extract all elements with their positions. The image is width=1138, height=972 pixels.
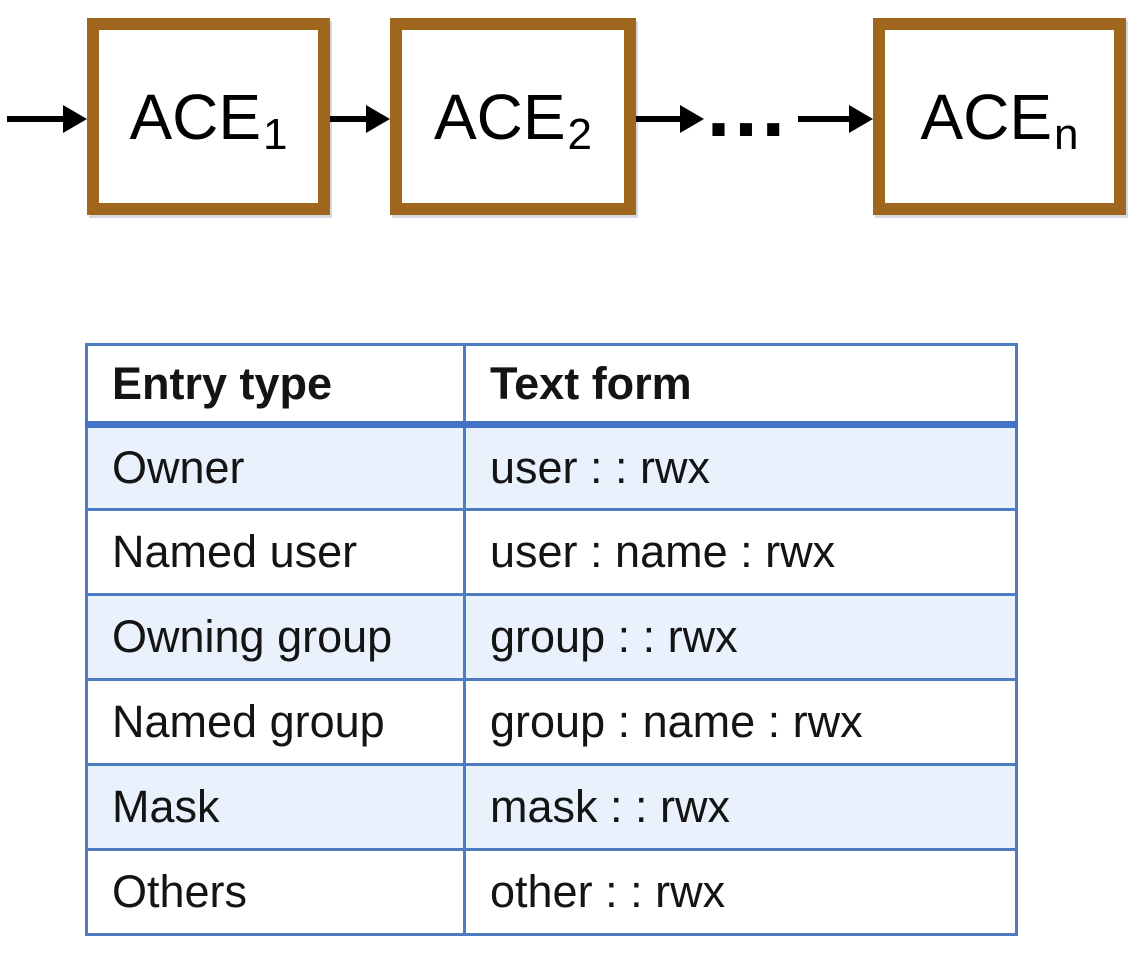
- arrow-head-icon: [849, 105, 873, 133]
- ace-box-1-subscript: 1: [263, 109, 288, 159]
- table-row-named-user: Named user user : name : rwx: [85, 508, 1018, 596]
- text-form-cell: mask : : rwx: [463, 763, 1018, 851]
- arrow-shaft: [7, 116, 63, 122]
- entry-type-cell: Mask: [85, 763, 466, 851]
- flow-arrow-2-ellipsis: [636, 105, 704, 133]
- entry-type-cell: Named user: [85, 508, 466, 596]
- ace-box-2: ACE 2: [390, 18, 636, 215]
- table-row-named-group: Named group group : name : rwx: [85, 678, 1018, 766]
- ace-box-n: ACE n: [873, 18, 1126, 215]
- table-header-row: Entry type Text form: [85, 343, 1018, 428]
- table-row-others: Others other : : rwx: [85, 848, 1018, 936]
- entry-type-cell: Named group: [85, 678, 466, 766]
- text-form-cell: user : : rwx: [463, 423, 1018, 511]
- table-row-owner: Owner user : : rwx: [85, 423, 1018, 511]
- entry-type-cell: Owner: [85, 423, 466, 511]
- entry-type-cell: Owning group: [85, 593, 466, 681]
- text-form-cell: user : name : rwx: [463, 508, 1018, 596]
- flow-arrow-1-2: [330, 105, 390, 133]
- arrow-head-icon: [680, 105, 704, 133]
- text-form-cell: other : : rwx: [463, 848, 1018, 936]
- ace-box-1: ACE 1: [87, 18, 330, 215]
- acl-entry-table: Entry type Text form Owner user : : rwx …: [85, 343, 1018, 936]
- column-header-entry-type: Entry type: [85, 343, 466, 428]
- table-row-owning-group: Owning group group : : rwx: [85, 593, 1018, 681]
- ace-box-n-label: ACE: [920, 80, 1053, 153]
- ace-box-n-subscript: n: [1054, 109, 1079, 159]
- arrow-shaft: [798, 116, 849, 122]
- arrow-head-icon: [366, 105, 390, 133]
- ace-box-2-label: ACE: [433, 80, 566, 153]
- arrow-shaft: [330, 116, 366, 122]
- arrow-head-icon: [63, 105, 87, 133]
- ace-box-1-label: ACE: [129, 80, 262, 153]
- arrow-shaft: [636, 116, 680, 122]
- ace-box-2-subscript: 2: [567, 109, 593, 159]
- text-form-cell: group : : rwx: [463, 593, 1018, 681]
- flow-arrow-in: [7, 105, 87, 133]
- text-form-cell: group : name : rwx: [463, 678, 1018, 766]
- ellipsis-dots: …: [703, 59, 791, 155]
- column-header-text-form: Text form: [463, 343, 1018, 428]
- entry-type-cell: Others: [85, 848, 466, 936]
- flow-arrow-ellipsis-n: [798, 105, 873, 133]
- table-row-mask: Mask mask : : rwx: [85, 763, 1018, 851]
